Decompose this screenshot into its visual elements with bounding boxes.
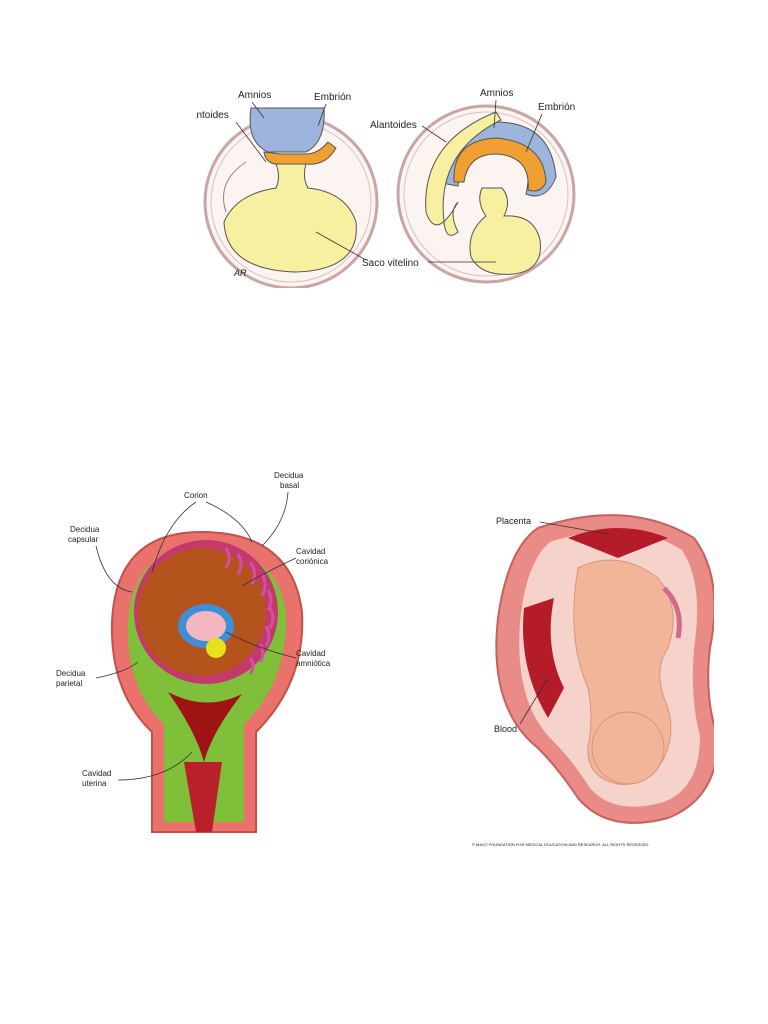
chorionic-villi [224,547,275,675]
embryo-folding-figure: Amnios Embrión Alantoides AR Amnios Embr… [196,88,576,288]
label-cavidad-uterina-1: Cavidad [82,769,111,778]
uterus-decidua-figure: Decidua basal Corion Decidua capsular Ca… [56,471,331,833]
label-blood: Blood [494,724,517,734]
embryo-disc-left [263,141,337,165]
yolk-sac-left [223,163,357,273]
label-placenta: Placenta [496,516,531,526]
artist-signature: AR [233,268,247,278]
label-decidua-parietal-1: Decidua [56,669,86,678]
amnion-left [249,107,325,153]
copyright-notice: © MAYO FOUNDATION FOR MEDICAL EDUCATION … [472,842,650,847]
label-embrion-left: Embrión [314,92,351,103]
label-decidua-capsular-1: Decidua [70,525,100,534]
label-cavidad-uterina-2: uterina [82,779,107,788]
embryo-folded-stage: Amnios Embrión Alantoides Saco vitelino [315,88,576,284]
fetus-uterus-figure: Placenta Blood © MAYO FOUNDATION FOR MED… [472,514,714,847]
label-alantoides-right: Alantoides [370,120,417,131]
label-saco-vitelino: Saco vitelino [362,258,419,269]
label-corion: Corion [184,491,208,500]
placenta [568,528,668,558]
yolk-sac-right [469,187,541,275]
label-cavidad-corionica-2: coriónica [296,557,329,566]
blood [523,598,564,718]
allantois-right [425,111,502,236]
yolk-sac [206,638,226,658]
embryo-early-stage: Amnios Embrión Alantoides AR [196,90,379,288]
label-amnios-right: Amnios [480,88,513,99]
embryo-right [453,137,547,192]
label-decidua-basal-2: basal [280,481,299,490]
label-cavidad-corionica-1: Cavidad [296,547,325,556]
label-decidua-basal-1: Decidua [274,471,304,480]
umbilical-cord [662,586,682,639]
label-amnios-left: Amnios [238,90,271,101]
label-embrion-right: Embrión [538,102,575,113]
label-cavidad-amniotica-1: Cavidad [296,649,325,658]
embryo [186,611,226,641]
uterine-cavity [168,692,242,762]
fetus-head [591,711,665,785]
label-decidua-parietal-2: parietal [56,679,82,688]
label-decidua-capsular-2: capsular [68,535,99,544]
label-cavidad-amniotica-2: amniótica [296,659,331,668]
label-alantoides-left: Alantoides [196,110,229,121]
